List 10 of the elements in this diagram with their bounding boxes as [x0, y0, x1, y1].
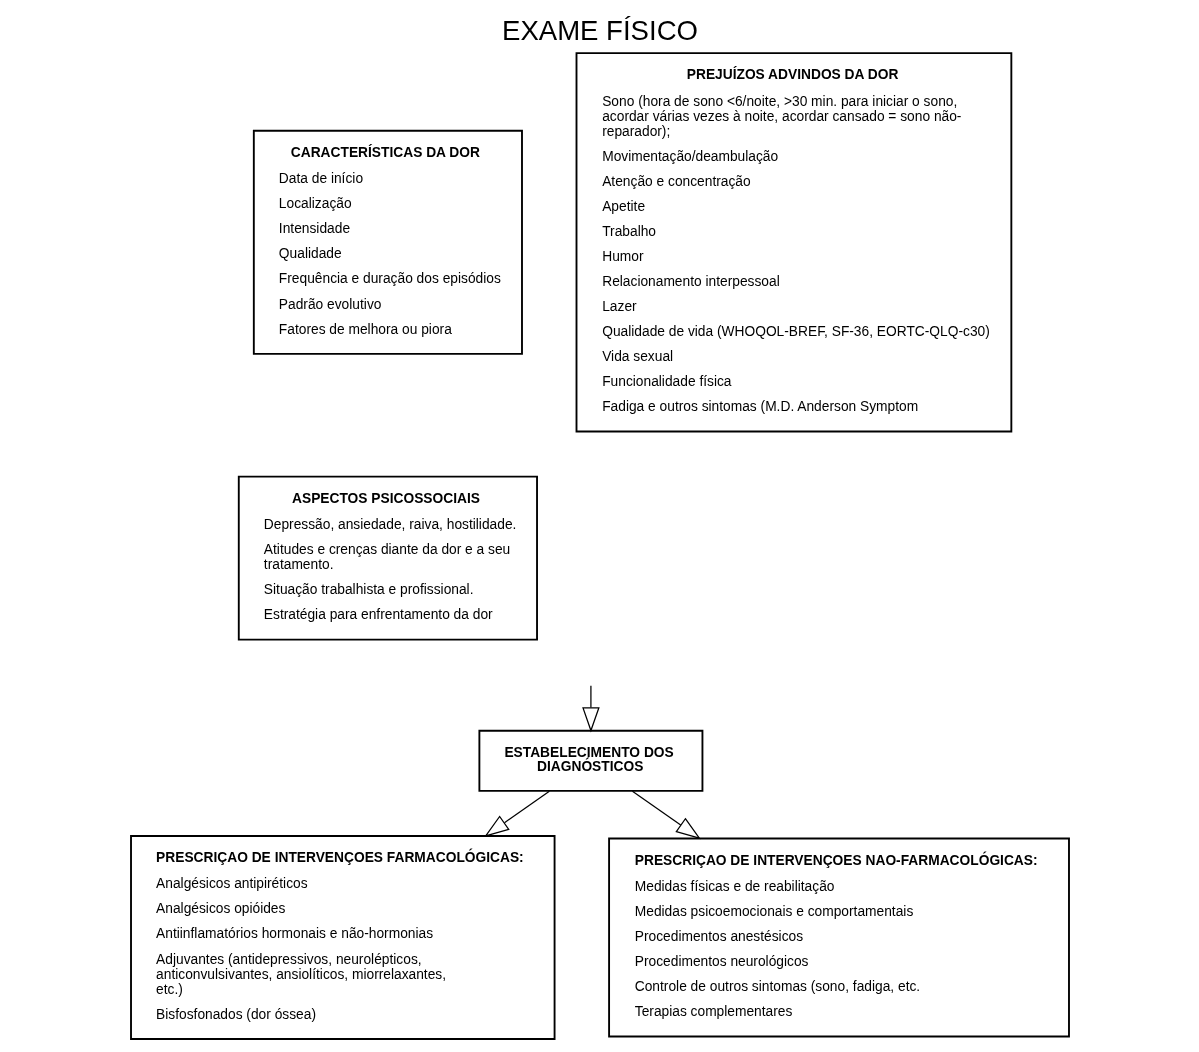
node-box: PRESCRIÇAO DE INTERVENÇOES FARMACOLÓGICAS: Analgésicos antipiréticos Analgésicos opióides Antiinflamatórios hormonais e não-hormonias Adjuvantes (antidepressivos, neurolépticos, anticonvulsivantes, ansiolíticos, miorrelaxantes, etc.) Bisfosfonados (dor óssea)	[129, 835, 555, 1040]
node-box: PREJUÍZOS ADVINDOS DA DOR Sono (hora de sono <6/noite, >30 min. para iniciar o sono, acordar várias vezes à noite, acordar cansado = sono não-reparador); Movimentação/deambulação Atenção e concentração Apetite Trabalho Humor Relacionamento interpessoal Lazer Qualidade de vida (WHOQOL-BREF, SF-36, EORTC-QLQ-c30) Vida sexual Funcionalidade física Fadiga e outros sintomas (M.D. Anderson Symptom	[575, 52, 1012, 433]
diagram-title: EXAME FÍSICO	[501, 15, 698, 47]
node-box: CARACTERÍSTICAS DA DOR Data de início Localização Intensidade Qualidade Frequência e duração dos episódios Padrão evolutivo Fatores de melhora ou piora	[252, 129, 523, 355]
node-box: ESTABELECIMENTO DOS DIAGNÓSTICOS	[477, 729, 703, 792]
arrow	[581, 685, 600, 733]
node-box: ASPECTOS PSICOSSOCIAIS Depressão, ansiedade, raiva, hostilidade. Atitudes e crenças diante da dor e a seu tratamento. Situação trabalhista e profissional. Estratégia para enfrentamento da dor	[237, 475, 538, 641]
arrow	[631, 790, 701, 840]
node-box: PRESCRIÇAO DE INTERVENÇOES NAO-FARMACOLÓGICAS: Medidas físicas e de reabilitação Medidas psicoemocionais e comportamentais Procedimentos anestésicos Procedimentos neurológicos Controle de outros sintomas (sono, fadiga, etc. Terapias complementares	[607, 837, 1070, 1038]
arrow	[483, 790, 550, 837]
